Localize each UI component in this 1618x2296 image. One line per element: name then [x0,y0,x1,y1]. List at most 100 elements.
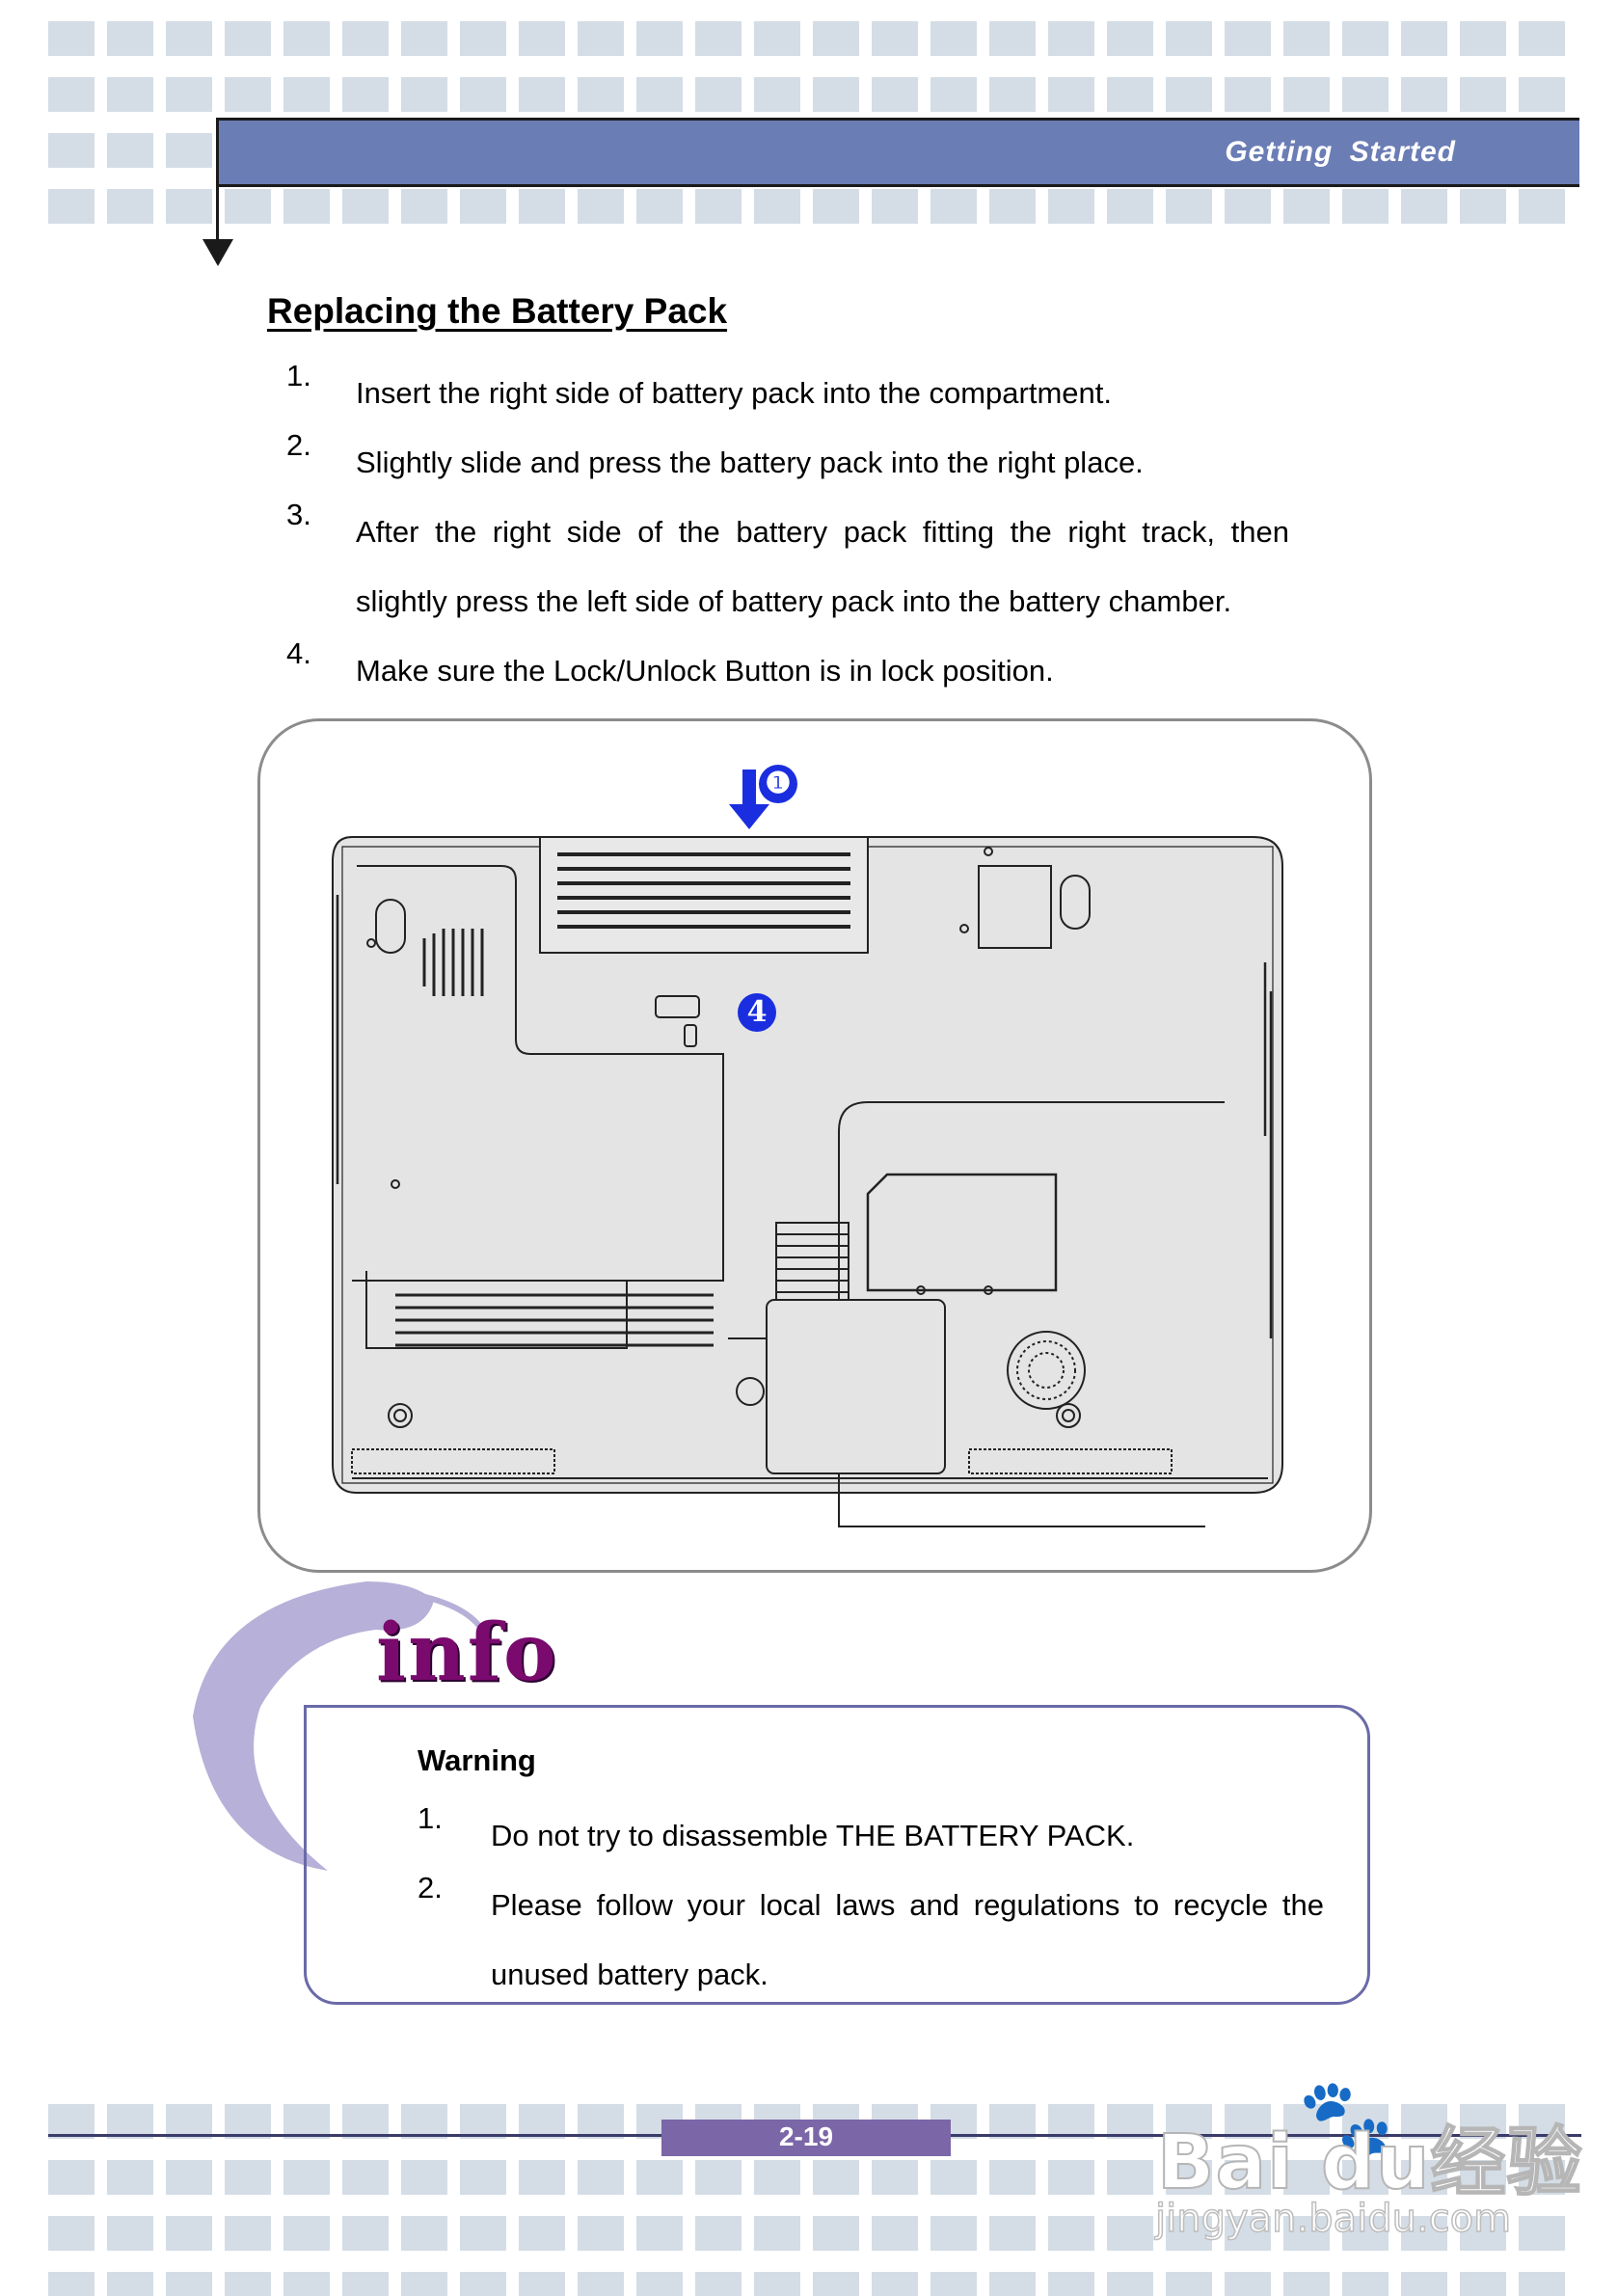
decorative-tile [1283,2272,1330,2296]
decorative-tile [636,2272,683,2296]
decorative-tile [989,2104,1036,2139]
warning-title: Warning [418,1743,536,1777]
decorative-tile [989,2216,1036,2251]
decorative-tile [695,2160,742,2195]
warning-text: Do not try to disassemble THE BATTERY PA… [491,1819,1135,1852]
decorative-tile [989,21,1036,56]
decorative-tile [813,189,859,224]
decorative-tile [930,189,977,224]
warning-list: 1. Do not try to disassemble THE BATTERY… [418,1801,1324,2010]
decorative-tile [1166,189,1212,224]
decorative-tile [930,2272,977,2296]
decorative-tile [401,2272,447,2296]
decorative-tile [401,2160,447,2195]
decorative-tile [1048,189,1094,224]
decorative-tile [107,21,153,56]
decorative-tile [107,189,153,224]
decorative-tile [107,2160,153,2195]
decorative-tile [1048,2160,1094,2195]
decorative-tile [1283,2160,1330,2195]
decorative-tile [401,2216,447,2251]
decorative-tile [1460,2216,1506,2251]
decorative-tile [1283,2216,1330,2251]
warning-number: 2. [418,1871,443,1904]
list-item: 3. After the right side of the battery p… [286,498,1289,636]
decorative-tile [1107,21,1153,56]
decorative-tile [1048,77,1094,112]
decorative-tile [1283,77,1330,112]
decorative-tile [1107,77,1153,112]
decorative-tile [1048,2104,1094,2139]
decorative-tile [48,2216,94,2251]
decorative-tile [1283,21,1330,56]
decorative-tile [813,2272,859,2296]
info-logo-text: info [376,1607,558,1699]
decorative-tile [225,2104,271,2139]
page-number: 2-19 [778,2121,834,2151]
decorative-tile [1048,2272,1094,2296]
list-item: 2. Slightly slide and press the battery … [286,428,1289,498]
step-list: 1. Insert the right side of battery pack… [286,359,1289,706]
decorative-tile [166,2216,212,2251]
header-tile-pattern [0,0,1618,231]
decorative-tile [1166,2160,1212,2195]
warning-box [304,1705,1370,2005]
decorative-tile [225,21,271,56]
decorative-tile [342,2216,389,2251]
decorative-tile [1225,2160,1271,2195]
decorative-tile [695,2216,742,2251]
decorative-tile [695,77,742,112]
decorative-tile [166,189,212,224]
decorative-tile [636,2216,683,2251]
decorative-tile [519,2104,565,2139]
decorative-tile [1519,189,1565,224]
decorative-tile [872,77,918,112]
insert-arrow-icon [729,770,769,829]
decorative-tile [1225,77,1271,112]
decorative-tile [519,21,565,56]
decorative-tile [401,2104,447,2139]
decorative-tile [1166,2272,1212,2296]
watermark: 🐾 Bai du经验 jingyan.baidu.com [1153,2073,1597,2247]
decorative-tile [1401,2104,1447,2139]
decorative-tile [695,189,742,224]
callout-4-label: 4 [746,995,768,1029]
decorative-tile [1166,2216,1212,2251]
step-number: 3. [286,498,311,531]
decorative-tile [754,2216,800,2251]
decorative-tile [1460,77,1506,112]
decorative-tile [48,77,94,112]
decorative-tile [1107,2272,1153,2296]
decorative-tile [342,21,389,56]
decorative-tile [107,2272,153,2296]
decorative-tile [1107,2160,1153,2195]
decorative-tile [1342,2216,1389,2251]
decorative-tile [342,2272,389,2296]
decorative-tile [1166,77,1212,112]
decorative-tile [1107,2216,1153,2251]
decorative-tile [636,2160,683,2195]
decorative-tile [1225,2272,1271,2296]
step-text: Slightly slide and press the battery pac… [356,446,1144,479]
list-item: 2. Please follow your local laws and reg… [418,1871,1324,2010]
decorative-tile [166,77,212,112]
decorative-tile [636,77,683,112]
callout-4-badge: 4 [738,993,776,1032]
decorative-tile [813,2216,859,2251]
decorative-tile [754,2160,800,2195]
decorative-tile [1401,21,1447,56]
watermark-url: jingyan.baidu.com [1154,2196,1512,2242]
decorative-tile [1107,189,1153,224]
decorative-tile [519,189,565,224]
decorative-tile [107,77,153,112]
battery-figure-frame: ❶ 4 [257,718,1372,1573]
decorative-tile [930,2216,977,2251]
decorative-tile [1342,189,1389,224]
decorative-tile [872,189,918,224]
decorative-tile [872,2160,918,2195]
decorative-tile [754,21,800,56]
decorative-tile [342,77,389,112]
section-heading: Getting Started [1225,136,1456,168]
decorative-tile [460,2104,506,2139]
list-item: 4. Make sure the Lock/Unlock Button is i… [286,636,1289,706]
